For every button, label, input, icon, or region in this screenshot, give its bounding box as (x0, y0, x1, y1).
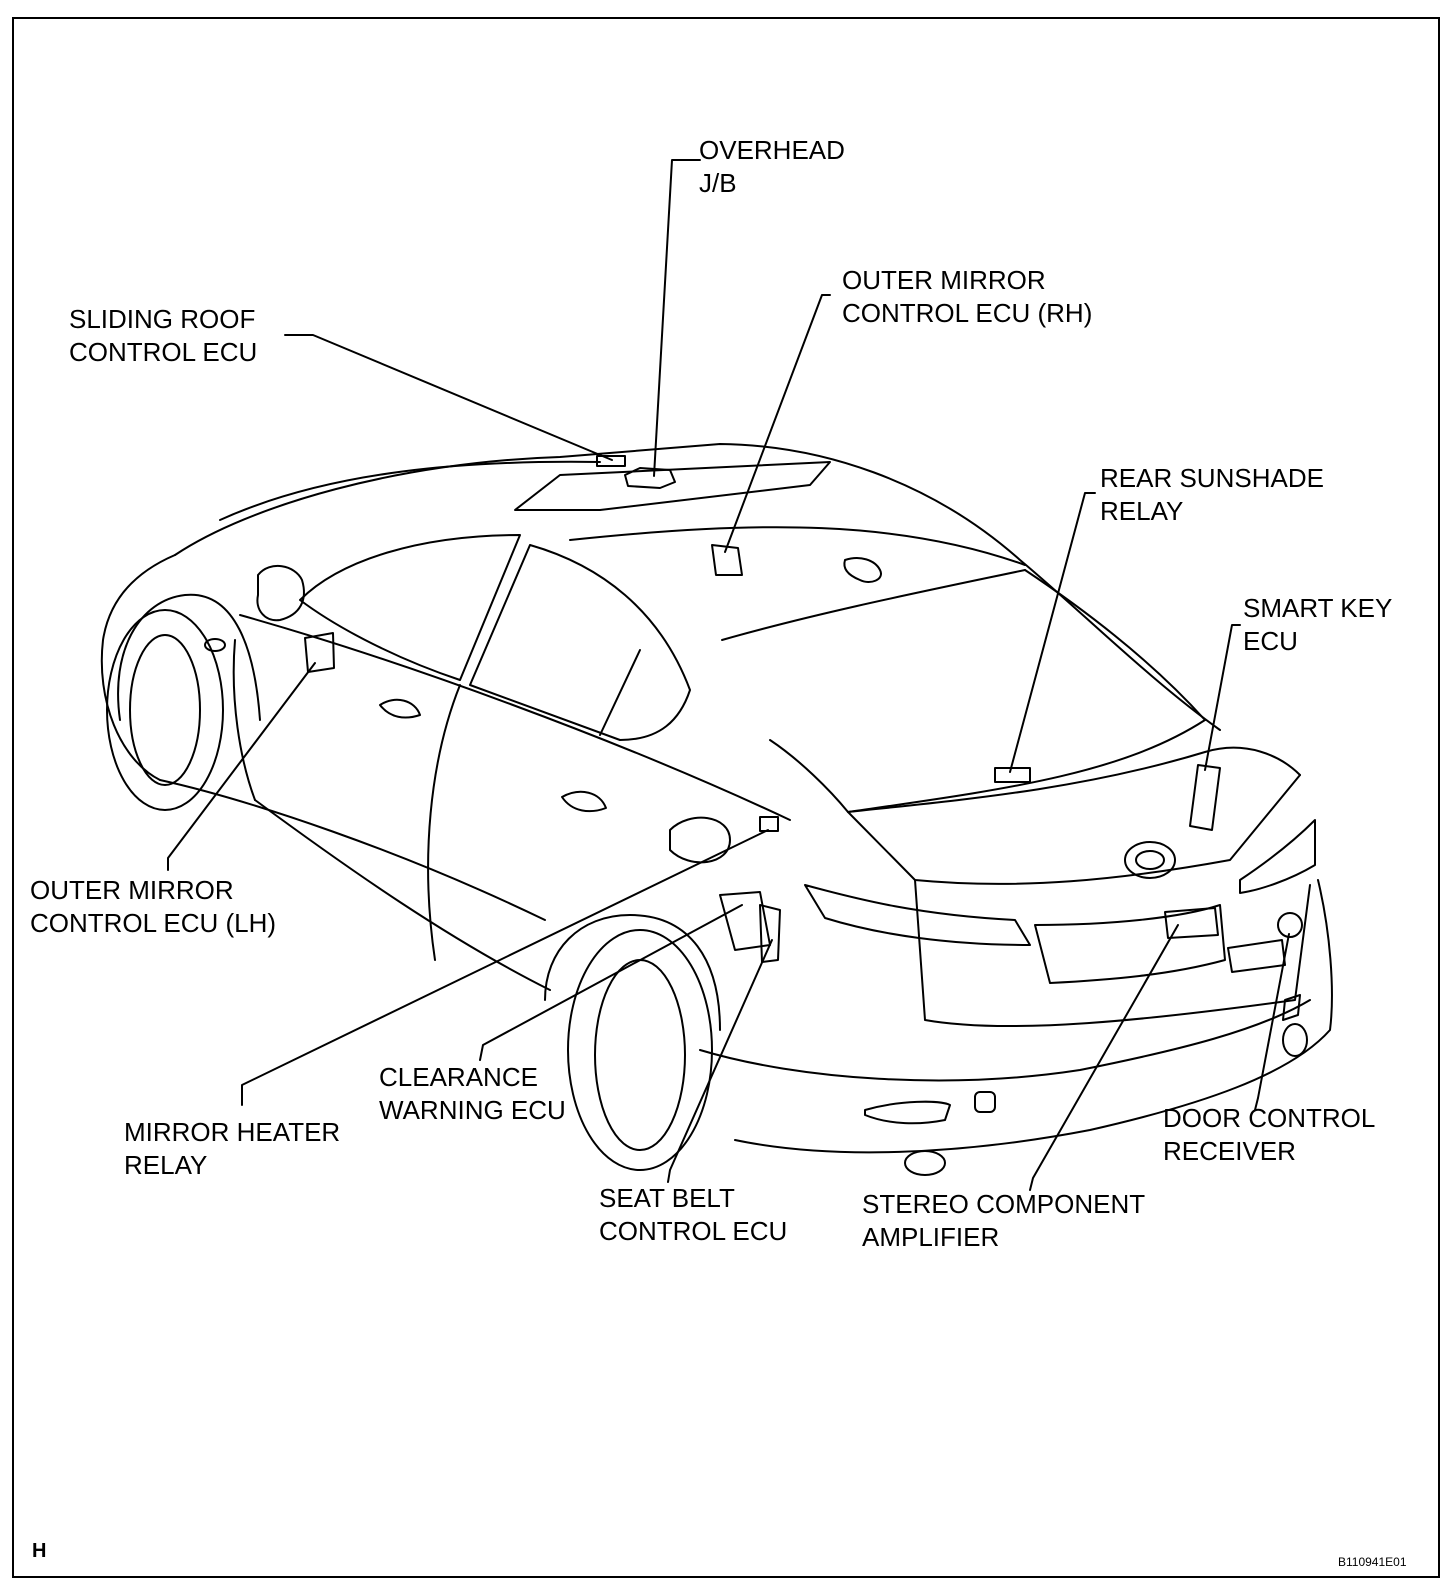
section-letter: H (32, 1540, 47, 1562)
figure-code: B110941E01 (1338, 1555, 1407, 1569)
component-markers (304, 455, 1303, 973)
diagram-frame (12, 17, 1440, 1578)
leader-lines (167, 159, 1290, 1191)
label-overhead-jb: OVERHEAD J/B (699, 135, 845, 198)
car-body (100, 443, 1333, 1176)
label-rear-sunshade: REAR SUNSHADE RELAY (1100, 463, 1324, 526)
label-outer-mirror-lh: OUTER MIRROR CONTROL ECU (LH) (30, 875, 277, 938)
label-clearance-warning: CLEARANCE WARNING ECU (379, 1062, 566, 1125)
label-stereo-amp: STEREO COMPONENT AMPLIFIER (862, 1189, 1146, 1252)
label-door-control: DOOR CONTROL RECEIVER (1163, 1103, 1376, 1166)
label-mirror-heater: MIRROR HEATER RELAY (124, 1117, 341, 1180)
label-outer-mirror-rh: OUTER MIRROR CONTROL ECU (RH) (842, 265, 1093, 328)
label-sliding-roof: SLIDING ROOF CONTROL ECU (69, 304, 258, 367)
label-smart-key: SMART KEY ECU (1243, 593, 1393, 656)
label-seat-belt: SEAT BELT CONTROL ECU (599, 1183, 788, 1246)
